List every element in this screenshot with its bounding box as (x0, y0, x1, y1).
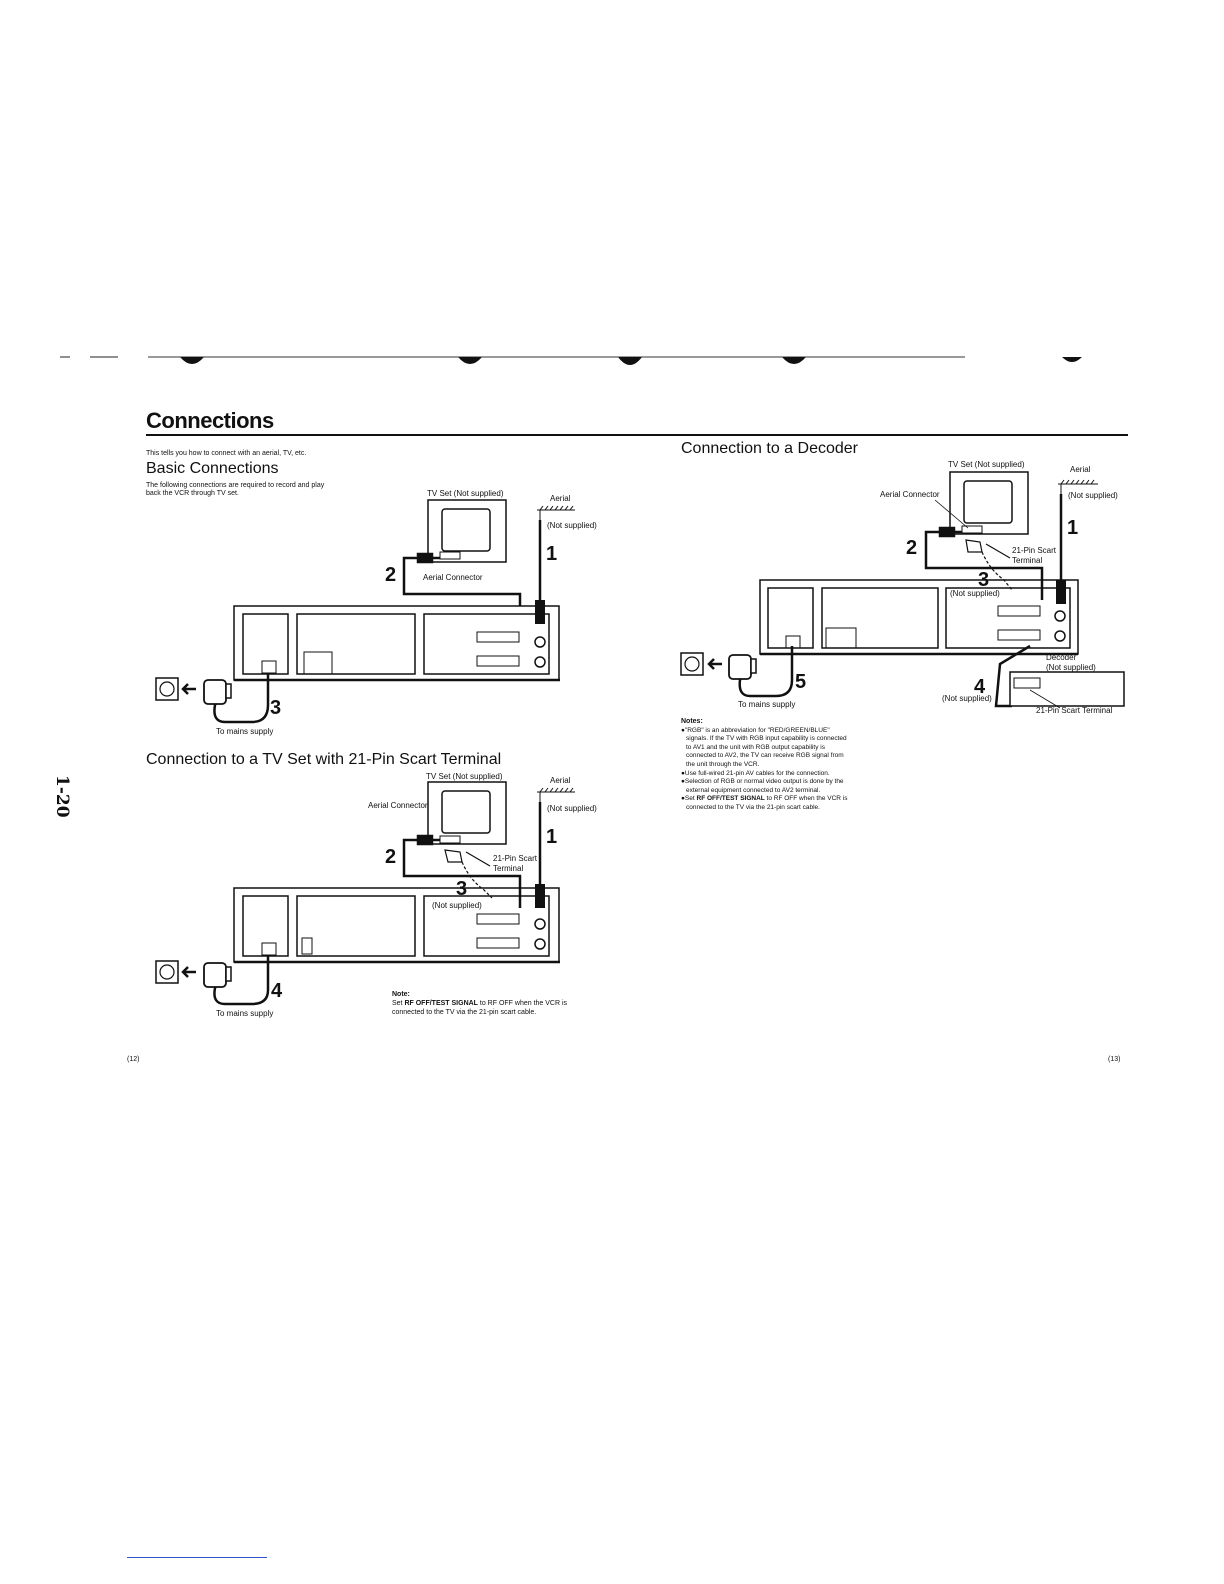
decoder-step-3: 3 (978, 569, 990, 591)
scart-heading: Connection to a TV Set with 21-Pin Scart… (146, 751, 502, 768)
scart-note-suffix: to RF OFF when the VCR is (477, 1000, 568, 1007)
scart-terminal-label-line2: Terminal (493, 864, 524, 873)
decoder-aerial-label: Aerial (1070, 465, 1091, 474)
basic-aerial-not-supplied: (Not supplied) (547, 521, 597, 530)
scart-tv-label: TV Set (Not supplied) (426, 772, 503, 781)
scan-marks (60, 356, 1082, 365)
bottom-rule (127, 1557, 267, 1558)
decoder-cable-not-supplied: (Not supplied) (950, 589, 1000, 598)
decoder-tv-label: TV Set (Not supplied) (948, 460, 1025, 469)
decoder-note-line: external equipment connected to AV2 term… (686, 786, 821, 794)
page-number-right: (13) (1108, 1056, 1121, 1063)
decoder-mains-label: To mains supply (738, 700, 796, 709)
decoder-notes-title: Notes: (681, 718, 703, 725)
basic-desc-line1: The following connections are required t… (146, 482, 325, 489)
scart-power-cable (213, 955, 270, 1006)
decoder-note-line: connected to AV2, the TV can receive RGB… (686, 752, 844, 760)
decoder-box (1009, 671, 1125, 709)
scart-step-4: 4 (271, 980, 283, 1002)
basic-mains-plug-icon (155, 677, 232, 705)
scart-cable-3 (444, 849, 493, 899)
decoder-step-1: 1 (1067, 517, 1079, 539)
basic-cable-2 (402, 552, 522, 625)
scart-aerial-connector-label: Aerial Connector (368, 801, 428, 810)
scart-cable-not-supplied: (Not supplied) (432, 901, 482, 910)
side-page-label: 1-20 (52, 775, 72, 818)
decoder-heading: Connection to a Decoder (681, 440, 858, 457)
page-number-left: (12) (127, 1056, 140, 1063)
scart-note-title: Note: (392, 991, 410, 998)
decoder-mains-plug-icon (680, 652, 757, 680)
intro-text: This tells you how to connect with an ae… (146, 450, 307, 457)
decoder-scart-terminal-label: 21-Pin Scart Terminal (1036, 706, 1113, 715)
basic-power-cable (213, 673, 270, 724)
decoder-note-last: ●Set RF OFF/TEST SIGNAL to RF OFF when t… (681, 795, 901, 804)
decoder-power-cable (738, 646, 794, 698)
decoder-tv-set (949, 471, 1029, 535)
basic-step-3: 3 (270, 697, 282, 719)
decoder-step-5: 5 (795, 671, 807, 693)
title-rule (146, 434, 1128, 436)
scart-mains-label: To mains supply (216, 1009, 274, 1018)
scart-note-line2: connected to the TV via the 21-pin scart… (392, 1009, 537, 1016)
scart-note-line1: Set RF OFF/TEST SIGNAL to RF OFF when th… (392, 999, 567, 1009)
scart-tv-set (427, 781, 507, 845)
decoder-note-last-line2: connected to the TV via the 21-pin scart… (686, 803, 820, 811)
basic-step-1: 1 (546, 543, 558, 565)
scart-terminal-label-line1: 21-Pin Scart (493, 854, 538, 863)
basic-aerial-connector-label: Aerial Connector (423, 573, 483, 582)
decoder-note-last-prefix: ●Set (681, 795, 697, 803)
basic-step-2: 2 (385, 564, 397, 586)
decoder-label: Decoder (1046, 653, 1077, 662)
decoder-note-line: ●"RGB" is an abbreviation for "RED/GREEN… (681, 726, 830, 734)
decoder-cable-4 (994, 644, 1031, 708)
scart-aerial-not-supplied: (Not supplied) (547, 804, 597, 813)
scart-note-prefix: Set (392, 1000, 405, 1007)
scart-step-1: 1 (546, 826, 558, 848)
scart-note-bold: RF OFF/TEST SIGNAL (404, 1000, 478, 1007)
basic-tv-set (427, 499, 507, 563)
decoder-vcr-rear-panel (759, 579, 1079, 656)
decoder-aerial-connector-label: Aerial Connector (880, 490, 940, 499)
decoder-note-line: signals. If the TV with RGB input capabi… (686, 735, 847, 743)
basic-mains-label: To mains supply (216, 727, 274, 736)
decoder-not-supplied: (Not supplied) (1046, 663, 1096, 672)
scart-mains-plug-icon (155, 960, 232, 988)
decoder-note-last-bold: RF OFF/TEST SIGNAL (696, 795, 765, 803)
basic-vcr-rear-panel (233, 605, 560, 682)
page-title: Connections (146, 408, 274, 433)
decoder-note-line: to AV1 and the unit with RGB output capa… (686, 743, 825, 751)
decoder-scart-label-line2: Terminal (1012, 556, 1043, 565)
decoder-note-line: ●Selection of RGB or normal video output… (681, 778, 844, 786)
scart-vcr-rear-panel (233, 887, 560, 964)
basic-heading: Basic Connections (146, 460, 279, 477)
scart-step-2: 2 (385, 846, 397, 868)
decoder-step-4: 4 (974, 676, 986, 698)
decoder-notes: Notes: ●"RGB" is an abbreviation for "RE… (681, 718, 901, 813)
decoder-step-2: 2 (906, 537, 918, 559)
decoder-note-last-suffix: to RF OFF when the VCR is (764, 795, 848, 803)
basic-desc-line2: back the VCR through TV set. (146, 490, 239, 497)
basic-aerial-label: Aerial (550, 494, 571, 503)
basic-tv-label: TV Set (Not supplied) (427, 489, 504, 498)
decoder-aerial-not-supplied: (Not supplied) (1068, 491, 1118, 500)
scart-step-3: 3 (456, 878, 468, 900)
decoder-note-line: the unit through the VCR. (686, 760, 760, 768)
scart-aerial-label: Aerial (550, 776, 571, 785)
decoder-scart-label-line1: 21-Pin Scart (1012, 546, 1057, 555)
decoder-cable4-not-supplied: (Not supplied) (942, 694, 992, 703)
decoder-note-line: ●Use full-wired 21-pin AV cables for the… (681, 769, 830, 777)
